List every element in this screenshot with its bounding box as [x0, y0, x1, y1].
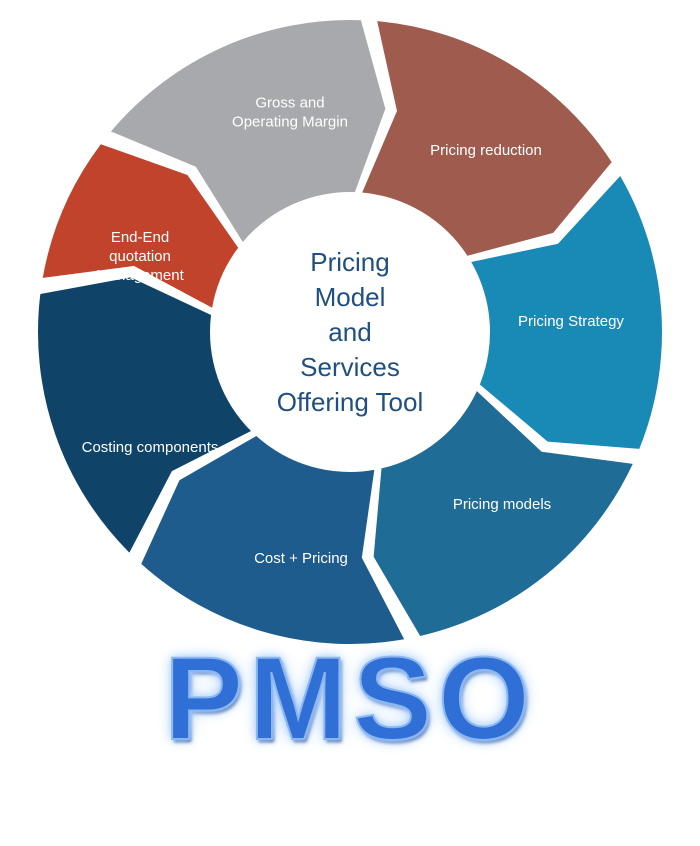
segment-label-line: Gross and	[255, 95, 324, 112]
segment-shape-pricing-models	[373, 391, 633, 637]
segment-label-pricing-reduction: Pricing reduction	[430, 142, 542, 159]
center-circle	[217, 199, 483, 465]
center-title-line: Model	[315, 282, 386, 312]
center-title-line: Services	[300, 352, 400, 382]
center-title-line: and	[328, 317, 371, 347]
segment-shape-costing-components	[38, 277, 252, 553]
segment-label-line: quotation	[109, 248, 171, 265]
segment-shape-gross-margin	[110, 20, 386, 243]
segment-label-costing-components: Costing components	[82, 439, 219, 456]
segment-pricing-reduction: Pricing reduction	[362, 21, 612, 256]
segment-label-pricing-models: Pricing models	[453, 496, 551, 513]
segment-label-line: Management	[96, 267, 184, 284]
segment-cost-pricing: Cost + Pricing	[141, 436, 405, 644]
segment-label-cost-pricing: Cost + Pricing	[254, 550, 348, 567]
segment-shape-pricing-strategy	[471, 176, 663, 449]
segment-label-line: End-End	[111, 229, 169, 246]
segment-label-line: Pricing reduction	[430, 142, 542, 159]
segment-shape-cost-pricing	[141, 436, 405, 644]
segment-label-line: Costing components	[82, 439, 219, 456]
segment-shape-pricing-reduction	[362, 21, 612, 256]
center-title-line: Pricing	[310, 247, 389, 277]
segment-label-line: Operating Margin	[232, 114, 348, 131]
segment-costing-components: Costing components	[38, 277, 252, 553]
segment-label-line: Pricing models	[453, 496, 551, 513]
segment-label-pricing-strategy: Pricing Strategy	[518, 313, 624, 330]
brand-logo-text: PMSO	[163, 633, 536, 765]
segment-pricing-models: Pricing models	[373, 391, 633, 637]
center-title-line: Offering Tool	[277, 387, 423, 417]
segment-pricing-strategy: Pricing Strategy	[471, 176, 663, 449]
segment-label-line: Cost + Pricing	[254, 550, 348, 567]
segment-shape-end-end-quotation	[42, 144, 239, 308]
segment-label-line: Pricing Strategy	[518, 313, 624, 330]
